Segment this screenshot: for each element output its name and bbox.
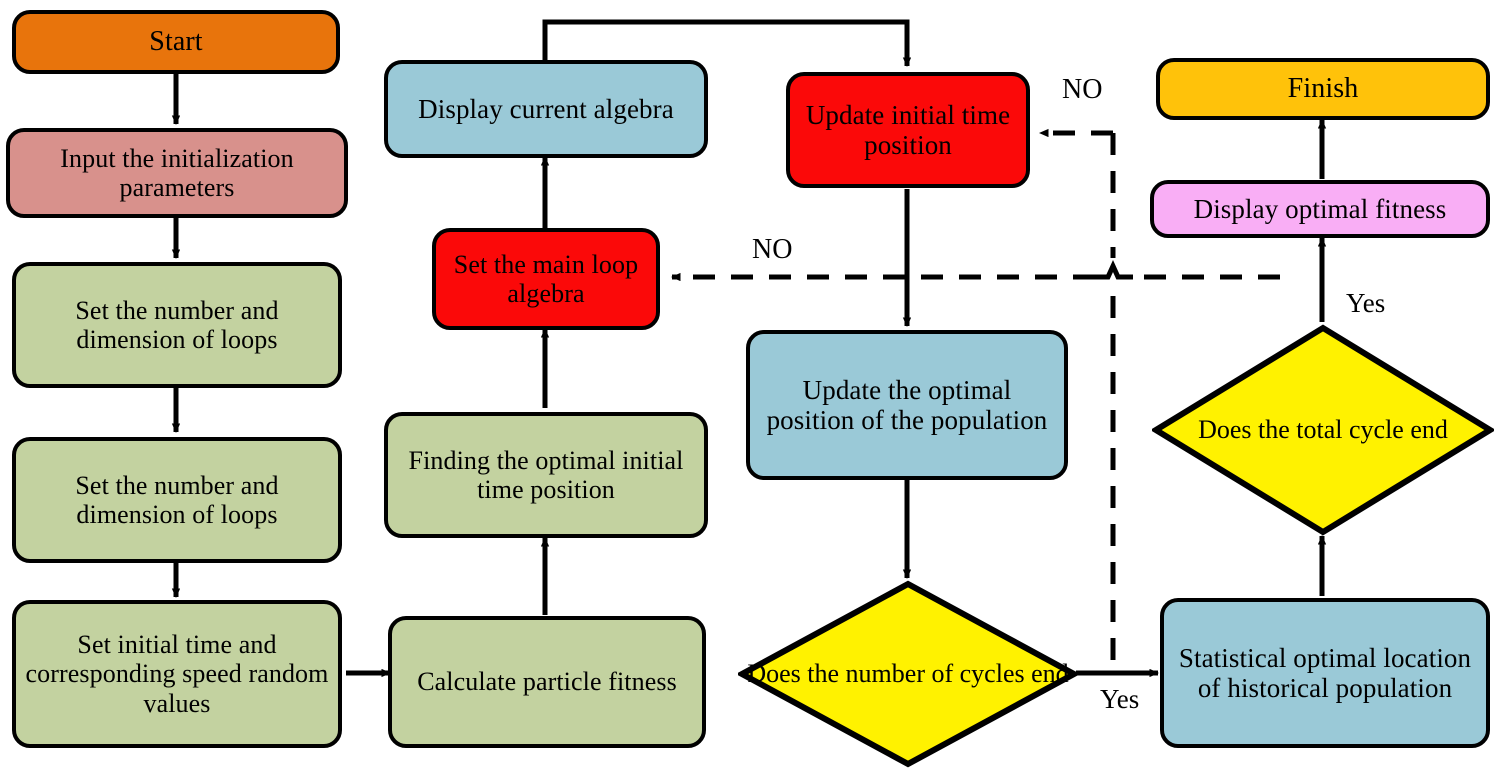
node-calculate-fitness[interactable]: Calculate particle fitness	[388, 616, 706, 748]
node-display-optimal-fitness-label: Display optimal fitness	[1193, 193, 1447, 224]
node-input-params-label: Input the initialization parameters	[60, 143, 294, 202]
node-finding-optimal[interactable]: Finding the optimal initial time positio…	[384, 412, 708, 538]
edge-label-no-mid-left: NO	[752, 234, 792, 266]
edge-crossing-hop	[1095, 259, 1133, 280]
node-finish-label: Finish	[1287, 73, 1359, 105]
node-set-initial-time[interactable]: Set initial time and corresponding speed…	[12, 600, 342, 748]
node-cycles-end[interactable]: Does the number of cycles end	[738, 580, 1078, 768]
node-display-current[interactable]: Display current algebra	[384, 60, 708, 158]
node-finish[interactable]: Finish	[1156, 58, 1490, 120]
edge-label-no-mid-left-text: NO	[752, 234, 793, 265]
diamond-shape-total	[1152, 324, 1494, 536]
node-start[interactable]: Start	[12, 10, 340, 74]
node-display-optimal-fitness[interactable]: Display optimal fitness	[1150, 180, 1490, 238]
node-set-number-dim-1[interactable]: Set the number and dimension of loops	[12, 262, 342, 388]
node-set-initial-time-label: Set initial time and corresponding speed…	[25, 630, 329, 718]
edge-label-no-top-right: NO	[1062, 74, 1102, 106]
node-set-number-dim-1-label: Set the number and dimension of loops	[75, 295, 279, 354]
node-display-current-label: Display current algebra	[418, 93, 674, 124]
diamond-shape-cycles	[738, 580, 1078, 768]
node-update-optimal-label: Update the optimal position of the popul…	[766, 374, 1048, 435]
node-input-params[interactable]: Input the initialization parameters	[6, 128, 348, 218]
node-statistical-optimal-label: Statistical optimal location of historic…	[1178, 642, 1472, 703]
node-finding-optimal-label: Finding the optimal initial time positio…	[408, 445, 684, 504]
edge-label-no-top-right-text: NO	[1062, 74, 1103, 105]
edge-label-yes-right: Yes	[1346, 288, 1385, 319]
node-update-initial[interactable]: Update initial time position	[786, 72, 1030, 188]
node-start-label: Start	[149, 26, 203, 58]
edge-label-yes-bottom-text: Yes	[1100, 684, 1140, 714]
node-update-initial-label: Update initial time position	[805, 99, 1011, 160]
node-set-number-dim-2-label: Set the number and dimension of loops	[75, 470, 279, 529]
node-statistical-optimal[interactable]: Statistical optimal location of historic…	[1160, 598, 1490, 748]
edge-label-yes-right-text: Yes	[1346, 288, 1386, 318]
node-total-cycle-end[interactable]: Does the total cycle end	[1152, 324, 1494, 536]
node-calculate-fitness-label: Calculate particle fitness	[417, 667, 677, 697]
node-set-main-loop-label: Set the main loop algebra	[453, 249, 639, 308]
node-set-main-loop[interactable]: Set the main loop algebra	[432, 228, 660, 330]
node-set-number-dim-2[interactable]: Set the number and dimension of loops	[12, 437, 342, 563]
node-update-optimal[interactable]: Update the optimal position of the popul…	[746, 330, 1068, 480]
edge-label-yes-bottom: Yes	[1100, 684, 1139, 715]
